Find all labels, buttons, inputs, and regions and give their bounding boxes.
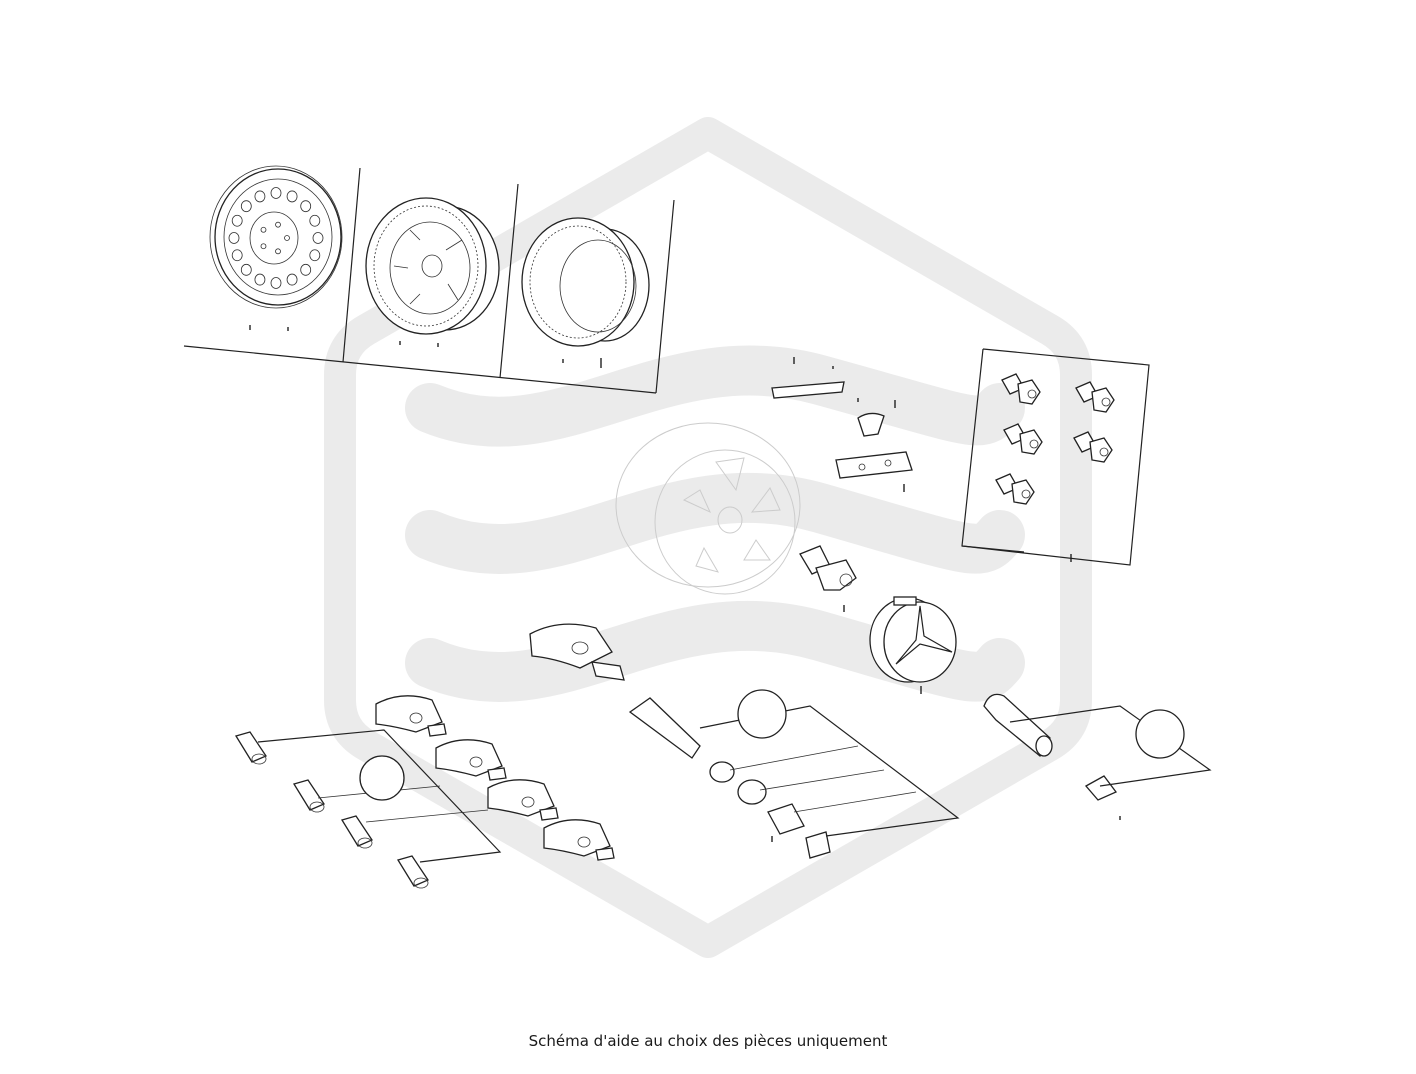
tpms-sensor-set <box>234 695 615 889</box>
wheel-bolt <box>799 545 857 612</box>
valve-cap <box>396 855 429 889</box>
tpms-sensor <box>529 623 625 681</box>
wheel-weights <box>771 357 913 492</box>
diagram-caption: Schéma d'aide au choix des pièces unique… <box>528 1032 888 1050</box>
bolt <box>1073 431 1113 463</box>
complete-wheel-with-tire <box>521 217 650 368</box>
wheel-bolt-set <box>961 348 1150 566</box>
valve-cap <box>340 815 373 849</box>
tpms-sensor-item <box>435 739 507 781</box>
tpms-valve-kit <box>628 689 960 859</box>
ghost-wheel <box>615 422 801 595</box>
valve-cap <box>292 779 325 813</box>
rubber-snap-in-valve <box>983 693 1212 820</box>
star-hub-cap <box>869 596 957 694</box>
bolt <box>1075 381 1115 413</box>
tpms-sensor-item <box>375 695 447 737</box>
bolt <box>1003 423 1043 455</box>
steel-wheel <box>209 165 343 331</box>
wheel-row-frame <box>183 167 675 394</box>
tpms-sensor-item <box>487 779 559 821</box>
tpms-sensor-item <box>543 819 615 861</box>
bolt <box>995 473 1035 505</box>
valve-cap <box>234 731 267 765</box>
alloy-wheel <box>365 197 500 347</box>
bolt <box>1001 373 1041 405</box>
